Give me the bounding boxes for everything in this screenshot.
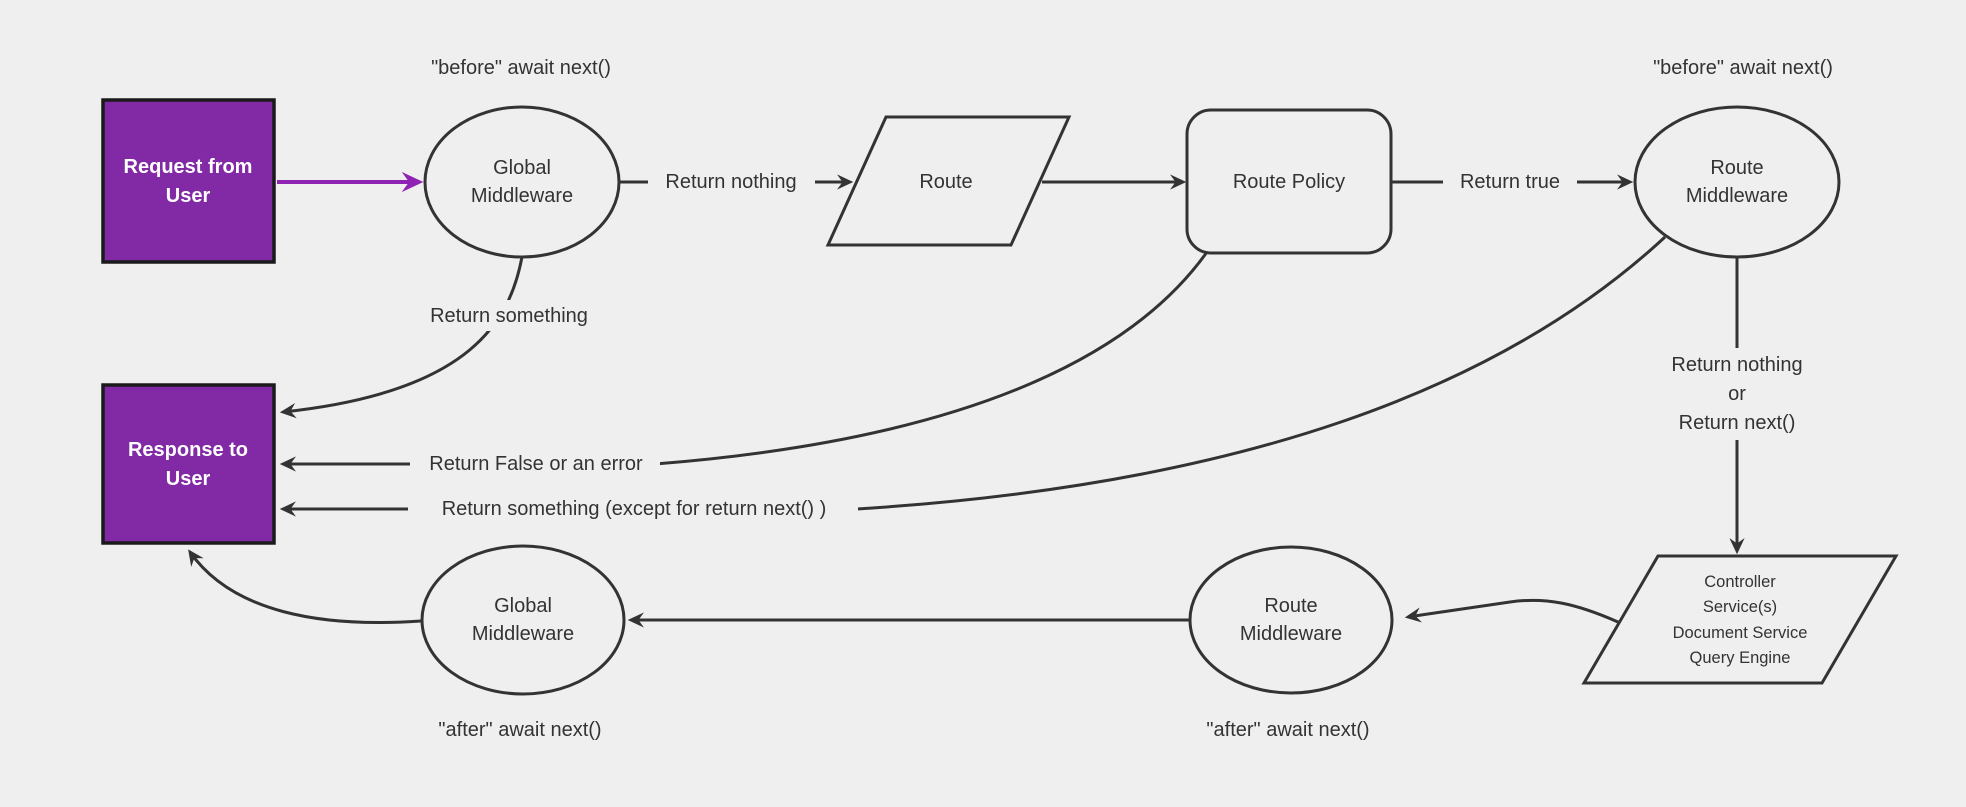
route-middleware-bottom-label-line2: Middleware bbox=[1240, 623, 1342, 645]
global-middleware-top-ellipse bbox=[423, 105, 621, 259]
route-parallelogram bbox=[825, 115, 1072, 247]
route-policy-label: Route Policy bbox=[1233, 171, 1345, 193]
route-middleware-top-ellipse bbox=[1633, 105, 1841, 259]
label-bg-return-true bbox=[1443, 166, 1577, 197]
route-middleware-bottom-ellipse bbox=[1188, 545, 1394, 695]
global-middleware-bottom-label-line1: Global bbox=[494, 595, 552, 617]
request-from-user-box bbox=[101, 98, 276, 264]
controller-label-line3: Document Service bbox=[1673, 624, 1808, 642]
request-box-label-line2: User bbox=[166, 185, 211, 207]
global-middleware-top-label-line1: Global bbox=[493, 157, 551, 179]
label-return-false-or-error: Return False or an error bbox=[429, 453, 643, 475]
label-return-nothing: Return nothing bbox=[665, 171, 796, 193]
route-middleware-top-label-line1: Route bbox=[1710, 157, 1763, 179]
label-return-nothing-or-line2: or bbox=[1728, 383, 1746, 405]
route-middleware-top-label-line2: Middleware bbox=[1686, 185, 1788, 207]
label-return-nothing-or-line3: Return next() bbox=[1679, 412, 1796, 434]
route-label: Route bbox=[919, 171, 972, 193]
edge-route-middleware-return-something-to-response bbox=[279, 235, 1667, 517]
route-policy-box bbox=[1185, 108, 1393, 255]
controller-services-parallelogram bbox=[1581, 554, 1899, 685]
edge-controller-to-route-middleware-bottom bbox=[1404, 598, 1619, 624]
edge-route-policy-return-false-to-response bbox=[279, 251, 1209, 472]
response-to-user-box bbox=[101, 383, 276, 545]
label-bg-return-something-except bbox=[408, 493, 858, 524]
response-box-label-line2: User bbox=[166, 468, 211, 490]
label-after-await-next-left: "after" await next() bbox=[438, 719, 601, 741]
label-return-something-except: Return something (except for return next… bbox=[442, 498, 827, 520]
request-box-label-line1: Request from bbox=[124, 156, 253, 178]
route-middleware-bottom-label-line1: Route bbox=[1264, 595, 1317, 617]
label-return-nothing-or-line1: Return nothing bbox=[1671, 354, 1802, 376]
label-bg-return-false bbox=[410, 448, 660, 479]
label-before-await-next-left: "before" await next() bbox=[431, 57, 611, 79]
label-before-await-next-right: "before" await next() bbox=[1653, 57, 1833, 79]
edge-global-middleware-return-something-to-response bbox=[279, 256, 524, 419]
global-middleware-bottom-ellipse bbox=[420, 544, 626, 696]
label-bg-return-nothing bbox=[648, 166, 815, 197]
controller-label-line4: Query Engine bbox=[1690, 649, 1791, 667]
controller-label-line1: Controller bbox=[1704, 573, 1776, 591]
label-return-something: Return something bbox=[430, 305, 588, 327]
label-after-await-next-middle: "after" await next() bbox=[1206, 719, 1369, 741]
edge-global-middleware-bottom-to-response bbox=[188, 549, 422, 624]
label-return-true: Return true bbox=[1460, 171, 1560, 193]
controller-label-line2: Service(s) bbox=[1703, 598, 1777, 616]
label-bg-return-nothing-or bbox=[1650, 348, 1824, 440]
global-middleware-top-label-line2: Middleware bbox=[471, 185, 573, 207]
response-box-label-line1: Response to bbox=[128, 439, 248, 461]
global-middleware-bottom-label-line2: Middleware bbox=[472, 623, 574, 645]
label-bg-return-something bbox=[414, 300, 604, 331]
